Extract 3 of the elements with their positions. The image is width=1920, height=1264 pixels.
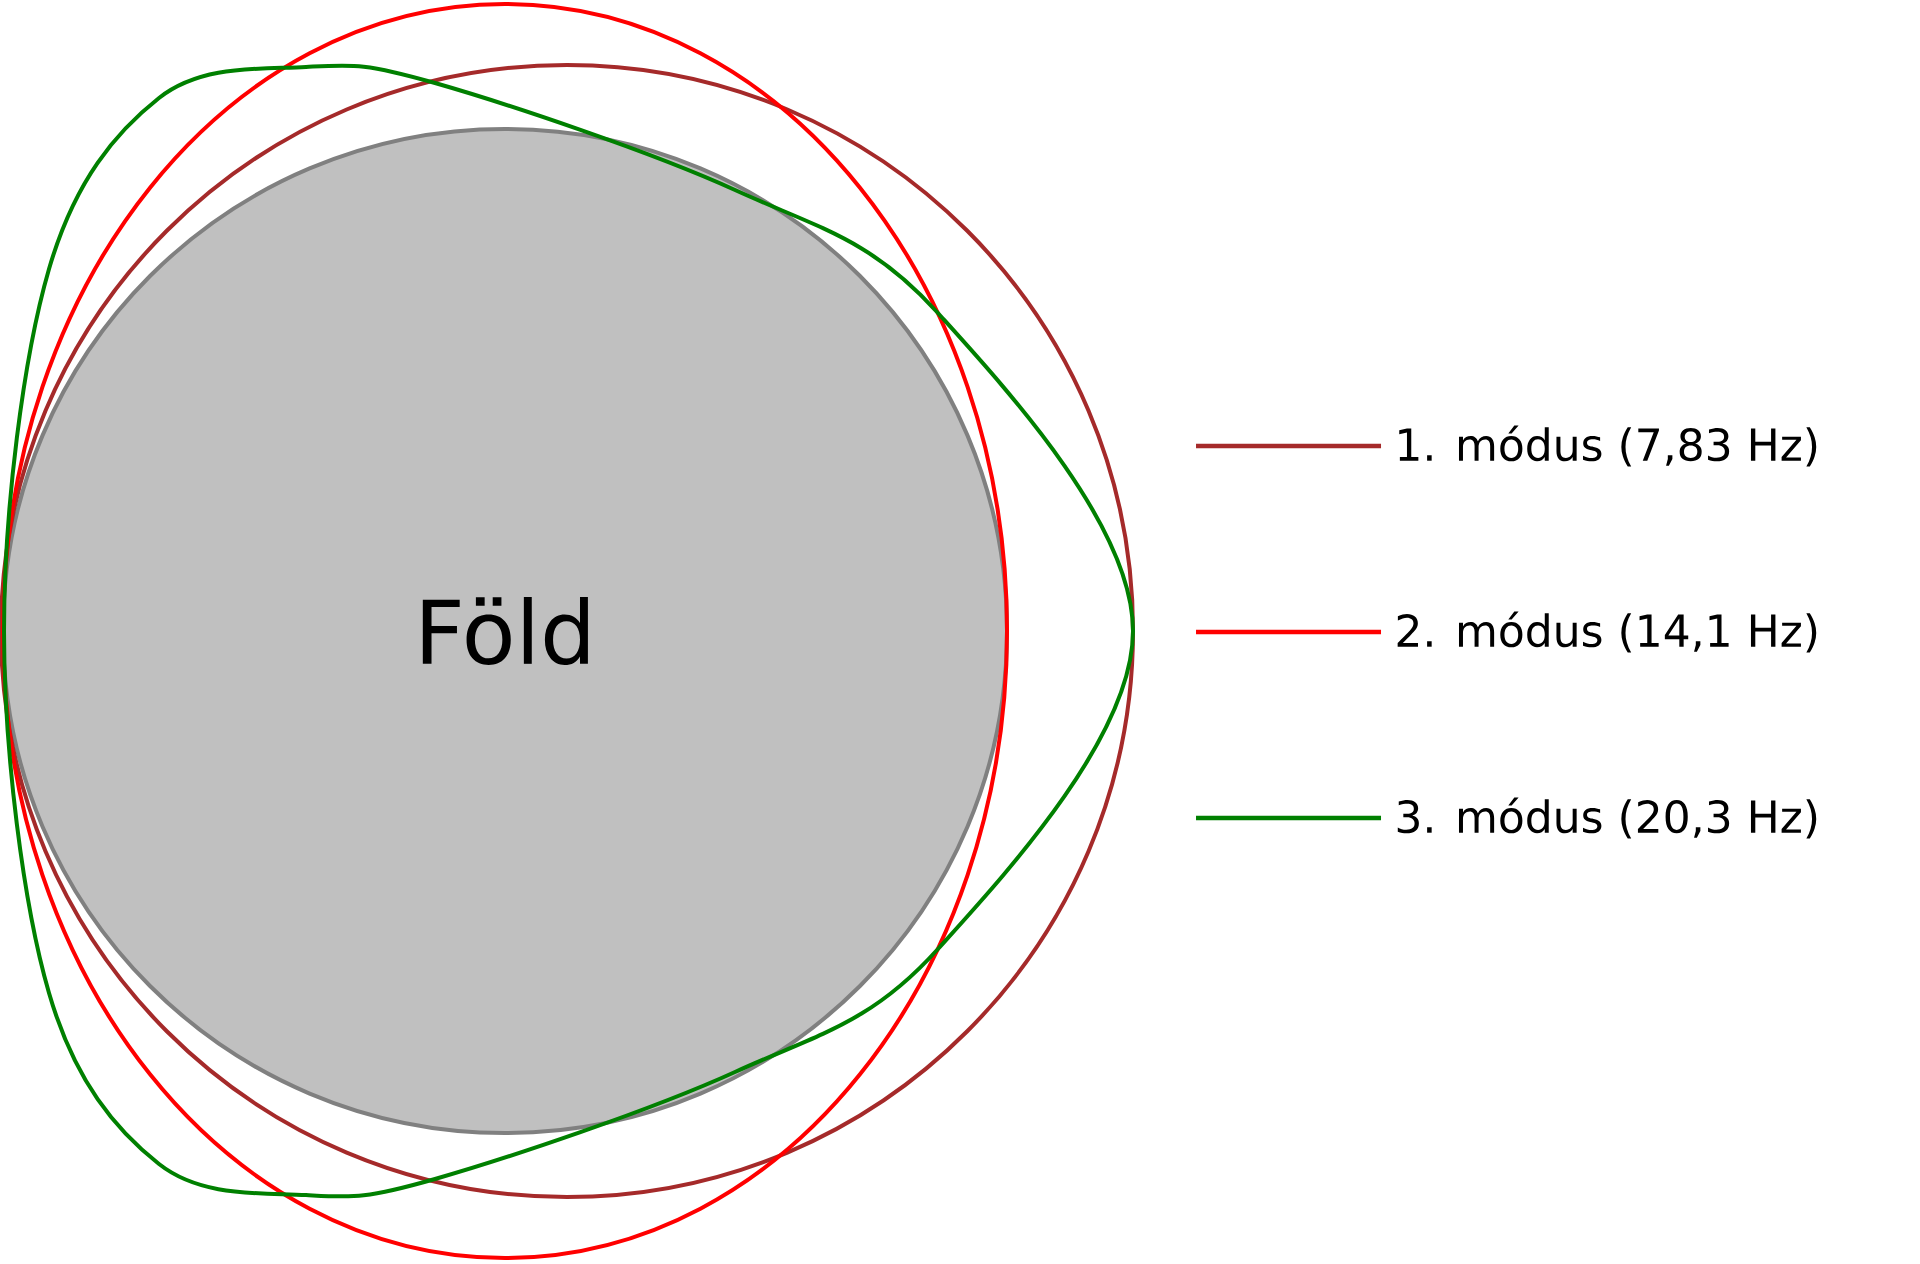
- legend-label: 2. módus (14,1 Hz): [1397, 611, 1817, 653]
- legend-label: 1. módus (7,83 Hz): [1399, 425, 1817, 467]
- legend-label: 3. módus (20,3 Hz): [1397, 797, 1817, 839]
